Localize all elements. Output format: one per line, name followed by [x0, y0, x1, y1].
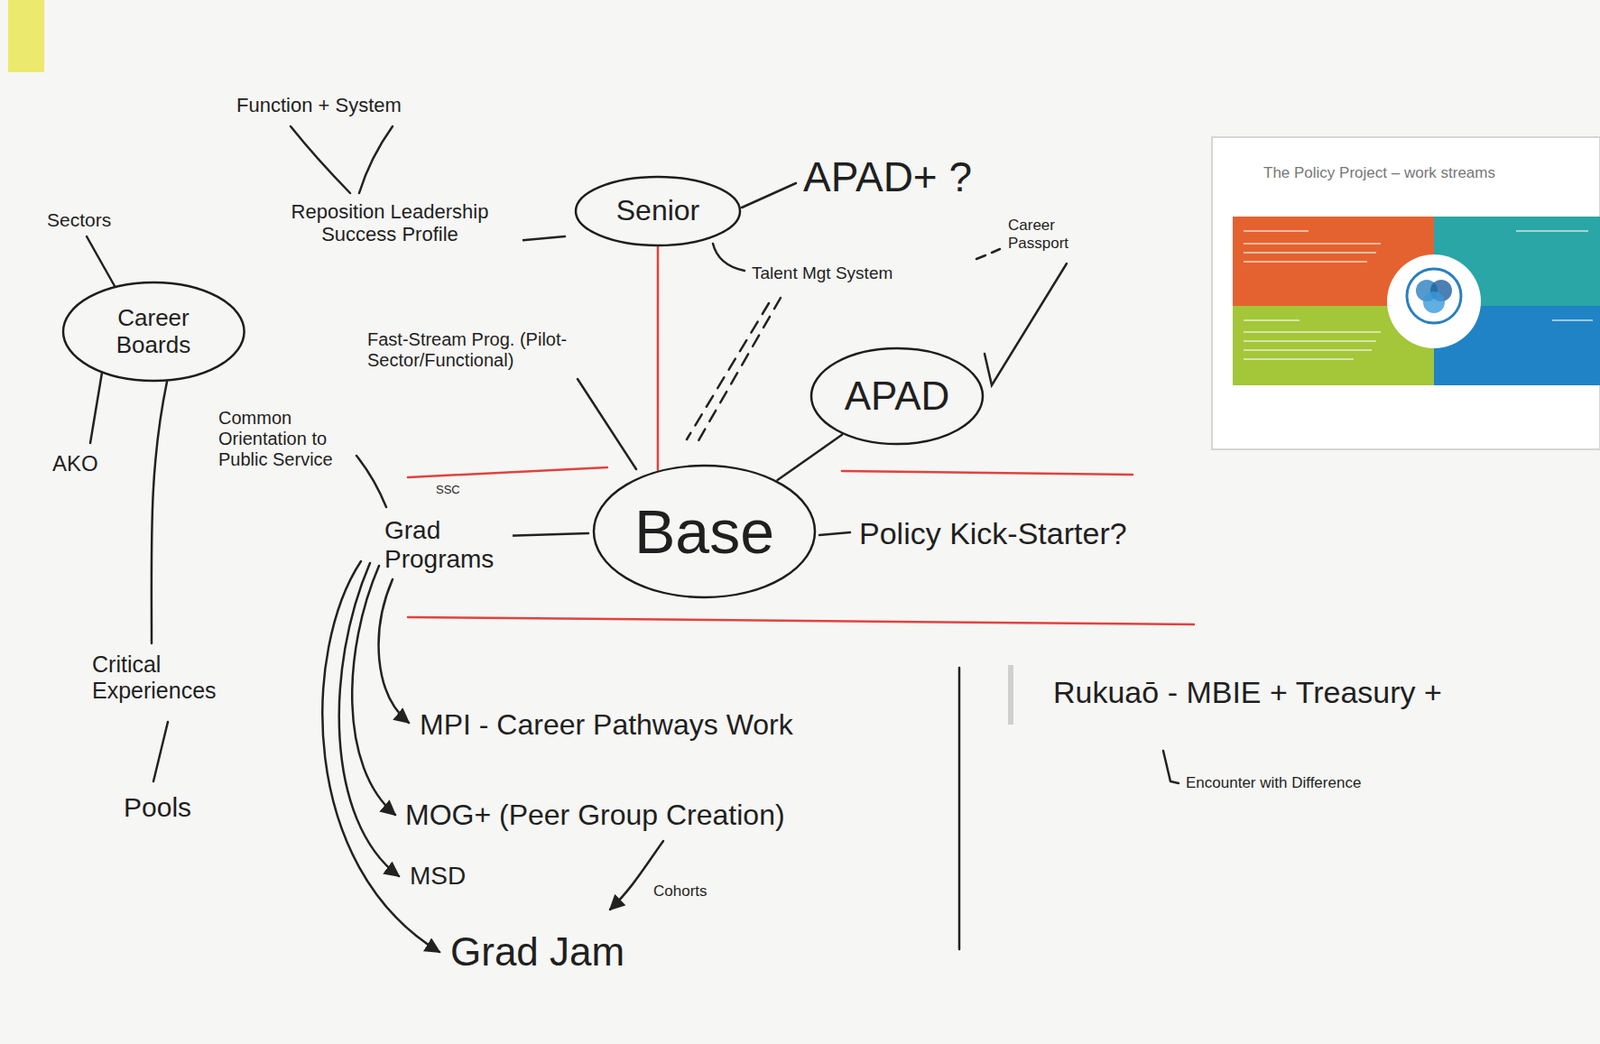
leader-line: [501, 533, 589, 537]
handwritten-note: AKO: [50, 451, 101, 477]
leader-line: [290, 126, 351, 194]
handwritten-note: MOG+ (Peer Group Creation): [403, 798, 787, 833]
sheet-text-texture: [1243, 231, 1593, 360]
node-label: Career Boards: [94, 305, 213, 358]
curved-arrow: [322, 561, 440, 953]
handwritten-note: MPI - Career Pathways Work: [417, 708, 796, 742]
texture-line: [1243, 358, 1354, 361]
node-label: APAD: [844, 373, 951, 418]
leader-line: [741, 183, 796, 208]
leader-line: [90, 372, 102, 444]
leader-line: [153, 721, 168, 782]
ellipse-outline: [63, 282, 245, 381]
leader-line: [356, 455, 387, 508]
handwritten-note: Common Orientation to Public Service: [216, 407, 343, 471]
dashed-leader: [697, 297, 781, 443]
leader-line: [359, 126, 393, 194]
texture-line: [1243, 349, 1372, 352]
divider-line: [958, 667, 962, 950]
printed-sheet-panel: The Policy Project – work streams: [1211, 137, 1600, 450]
curved-arrow: [379, 579, 409, 723]
red-divider-group: [407, 467, 1194, 625]
connector-line: [777, 434, 843, 481]
handwritten-note: APAD+ ?: [801, 153, 974, 202]
base-ellipse: Base: [591, 463, 817, 600]
sheet-logo-dot: [1423, 291, 1445, 314]
texture-line: [1243, 260, 1368, 263]
handwritten-note: Function + System: [234, 93, 404, 117]
curved-arrow: [339, 563, 399, 877]
ellipse-outline: [593, 465, 815, 598]
handwritten-note: Sectors: [45, 209, 113, 232]
handwritten-note: Reposition Leadership Success Profile: [257, 200, 523, 247]
ellipse-outline: [575, 176, 740, 246]
curved-arrow: [351, 565, 396, 815]
smudge: [1008, 665, 1014, 725]
sticky-note: [8, 0, 45, 73]
handwritten-note: Grad Programs: [382, 516, 513, 574]
texture-line: [1516, 230, 1589, 232]
leader-line: [151, 381, 167, 644]
dashed-leader: [686, 303, 769, 440]
handwritten-note: Grad Jam: [448, 929, 627, 976]
check-mark-leader: [984, 263, 1067, 386]
sheet-logo-ring: [1406, 268, 1462, 324]
texture-line: [1243, 319, 1300, 322]
texture-line: [1243, 242, 1381, 245]
texture-line: [1243, 251, 1377, 254]
node-label: Base: [634, 497, 775, 566]
leader-line: [712, 243, 745, 271]
handwritten-note: SSC: [434, 483, 463, 498]
red-divider: [407, 617, 1194, 625]
leader-lines: [86, 126, 1179, 953]
connector-line: [656, 247, 660, 471]
red-divider: [407, 467, 608, 478]
sheet-title: The Policy Project – work streams: [1263, 164, 1600, 182]
dash-mark: [991, 249, 1000, 253]
leader-line: [577, 379, 637, 470]
texture-line: [1552, 319, 1593, 322]
texture-line: [1243, 230, 1309, 232]
hook-leader: [1163, 750, 1179, 784]
handwritten-note: Talent Mgt System: [749, 263, 895, 284]
handwritten-note: Critical Experiences: [90, 651, 275, 704]
leader-line: [86, 236, 115, 287]
handwritten-note: MSD: [407, 861, 468, 891]
handwritten-note: Fast-Stream Prog. (Pilot-Sector/Function…: [365, 329, 609, 371]
sheet-logo-ground: [1387, 254, 1481, 349]
node-label: Senior: [616, 194, 701, 228]
printed-sheet: [1211, 137, 1600, 450]
senior-ellipse: Senior: [573, 175, 742, 248]
dash-mark: [976, 255, 986, 259]
handwritten-note: Encounter with Difference: [1183, 774, 1363, 793]
handwritten-note: Cohorts: [651, 882, 710, 901]
texture-line: [1243, 331, 1381, 333]
handwritten-note: Pools: [121, 792, 194, 824]
leader-line: [819, 532, 851, 536]
handwritten-note: Policy Kick-Starter?: [857, 516, 1129, 552]
ellipse-outline: [811, 348, 983, 444]
red-divider: [841, 471, 1133, 475]
handwritten-note: Rukuaō - MBIE + Treasury +: [1051, 675, 1444, 711]
handwritten-note: Career Passport: [1006, 216, 1119, 252]
career-boards-ellipse: Career Boards: [61, 280, 247, 383]
texture-line: [1243, 340, 1377, 343]
apad-ellipse: APAD: [809, 346, 985, 446]
